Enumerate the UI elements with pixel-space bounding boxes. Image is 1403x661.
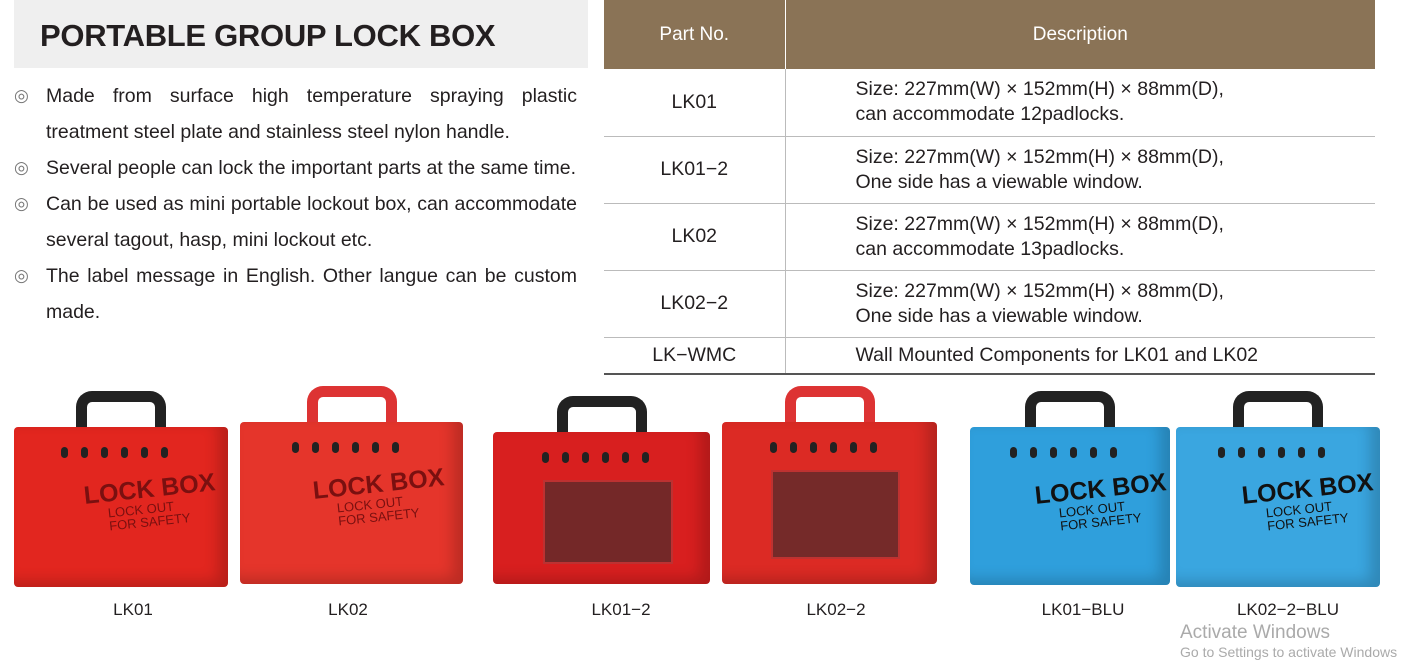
product-label: LK02−2−BLU [1236, 600, 1340, 619]
padlock-holes [1218, 447, 1325, 458]
padlock-holes [1010, 447, 1117, 458]
description: Size: 227mm(W) × 152mm(H) × 88mm(D),One … [785, 136, 1375, 204]
product-label: LK02 [328, 600, 368, 619]
feature-item: ◎ The label message in English. Other lan… [14, 258, 577, 330]
desc-line: can accommodate 12padlocks. [855, 103, 1125, 126]
desc-line: One side has a viewable window. [855, 170, 1143, 193]
part-no: LK01−2 [604, 136, 786, 204]
feature-item: ◎ Can be used as mini portable lockout bo… [14, 186, 577, 258]
handle-icon [306, 386, 397, 422]
desc-line: can accommodate 13padlocks. [855, 237, 1125, 260]
desc-line: Size: 227mm(W) × 152mm(H) × 88mm(D), [855, 145, 1224, 168]
description: Size: 227mm(W) × 152mm(H) × 88mm(D),can … [785, 69, 1375, 137]
desc-line: Size: 227mm(W) × 152mm(H) × 88mm(D), [855, 212, 1224, 235]
bullet-icon: ◎ [14, 266, 29, 285]
bullet-icon: ◎ [14, 158, 29, 177]
product-label: LK01−BLU [1041, 600, 1125, 619]
product-label: LK02−2 [806, 600, 866, 619]
desc-line: Size: 227mm(W) × 152mm(H) × 88mm(D), [855, 279, 1224, 302]
viewing-window [542, 480, 674, 564]
description: Size: 227mm(W) × 152mm(H) × 88mm(D),One … [785, 270, 1375, 338]
desc-line: Size: 227mm(W) × 152mm(H) × 88mm(D), [855, 78, 1224, 101]
handle-icon [1025, 391, 1115, 427]
part-no: LK01 [604, 69, 786, 137]
bullet-icon: ◎ [14, 86, 29, 105]
handle-icon [1233, 391, 1323, 427]
product-label: LK01−2 [591, 600, 651, 619]
header-description: Description [785, 0, 1375, 69]
description: Size: 227mm(W) × 152mm(H) × 88mm(D),can … [785, 203, 1375, 271]
viewing-window [771, 470, 901, 560]
padlock-holes [61, 447, 168, 458]
bullet-icon: ◎ [14, 194, 29, 213]
product-image [493, 396, 710, 588]
padlock-holes [769, 442, 877, 453]
lock-box-body [722, 422, 937, 584]
padlock-holes [291, 442, 399, 453]
feature-text: Can be used as mini portable lockout box… [46, 193, 577, 251]
desc-line: One side has a viewable window. [855, 304, 1143, 327]
feature-item: ◎ Made from surface high temperature spra… [14, 78, 577, 150]
feature-text: Several people can lock the important pa… [46, 157, 577, 179]
title-banner: PORTABLE GROUP LOCK BOX [14, 0, 588, 68]
part-no: LK−WMC [604, 337, 786, 375]
product-image [722, 386, 937, 588]
lock-box-body [493, 432, 710, 584]
header-part-no: Part No. [604, 0, 786, 69]
handle-icon [76, 391, 166, 427]
watermark-title: Activate Windows [1180, 622, 1330, 643]
part-no: LK02 [604, 203, 786, 271]
description: Wall Mounted Components for LK01 and LK0… [785, 337, 1375, 375]
watermark-subtitle: Go to Settings to activate Windows [1180, 644, 1398, 660]
part-no: LK02−2 [604, 270, 786, 338]
feature-text: The label message in English. Other lang… [46, 265, 577, 323]
feature-text: Made from surface high temperature spray… [46, 85, 577, 143]
product-label: LK01 [113, 600, 153, 619]
page-title: PORTABLE GROUP LOCK BOX [40, 18, 496, 53]
padlock-holes [541, 452, 649, 463]
feature-item: ◎ Several people can lock the important p… [14, 150, 577, 186]
feature-list: ◎ Made from surface high temperature spra… [14, 78, 577, 330]
table-header: Part No. Description [604, 0, 1375, 69]
handle-icon [556, 396, 647, 432]
handle-icon [784, 386, 875, 422]
